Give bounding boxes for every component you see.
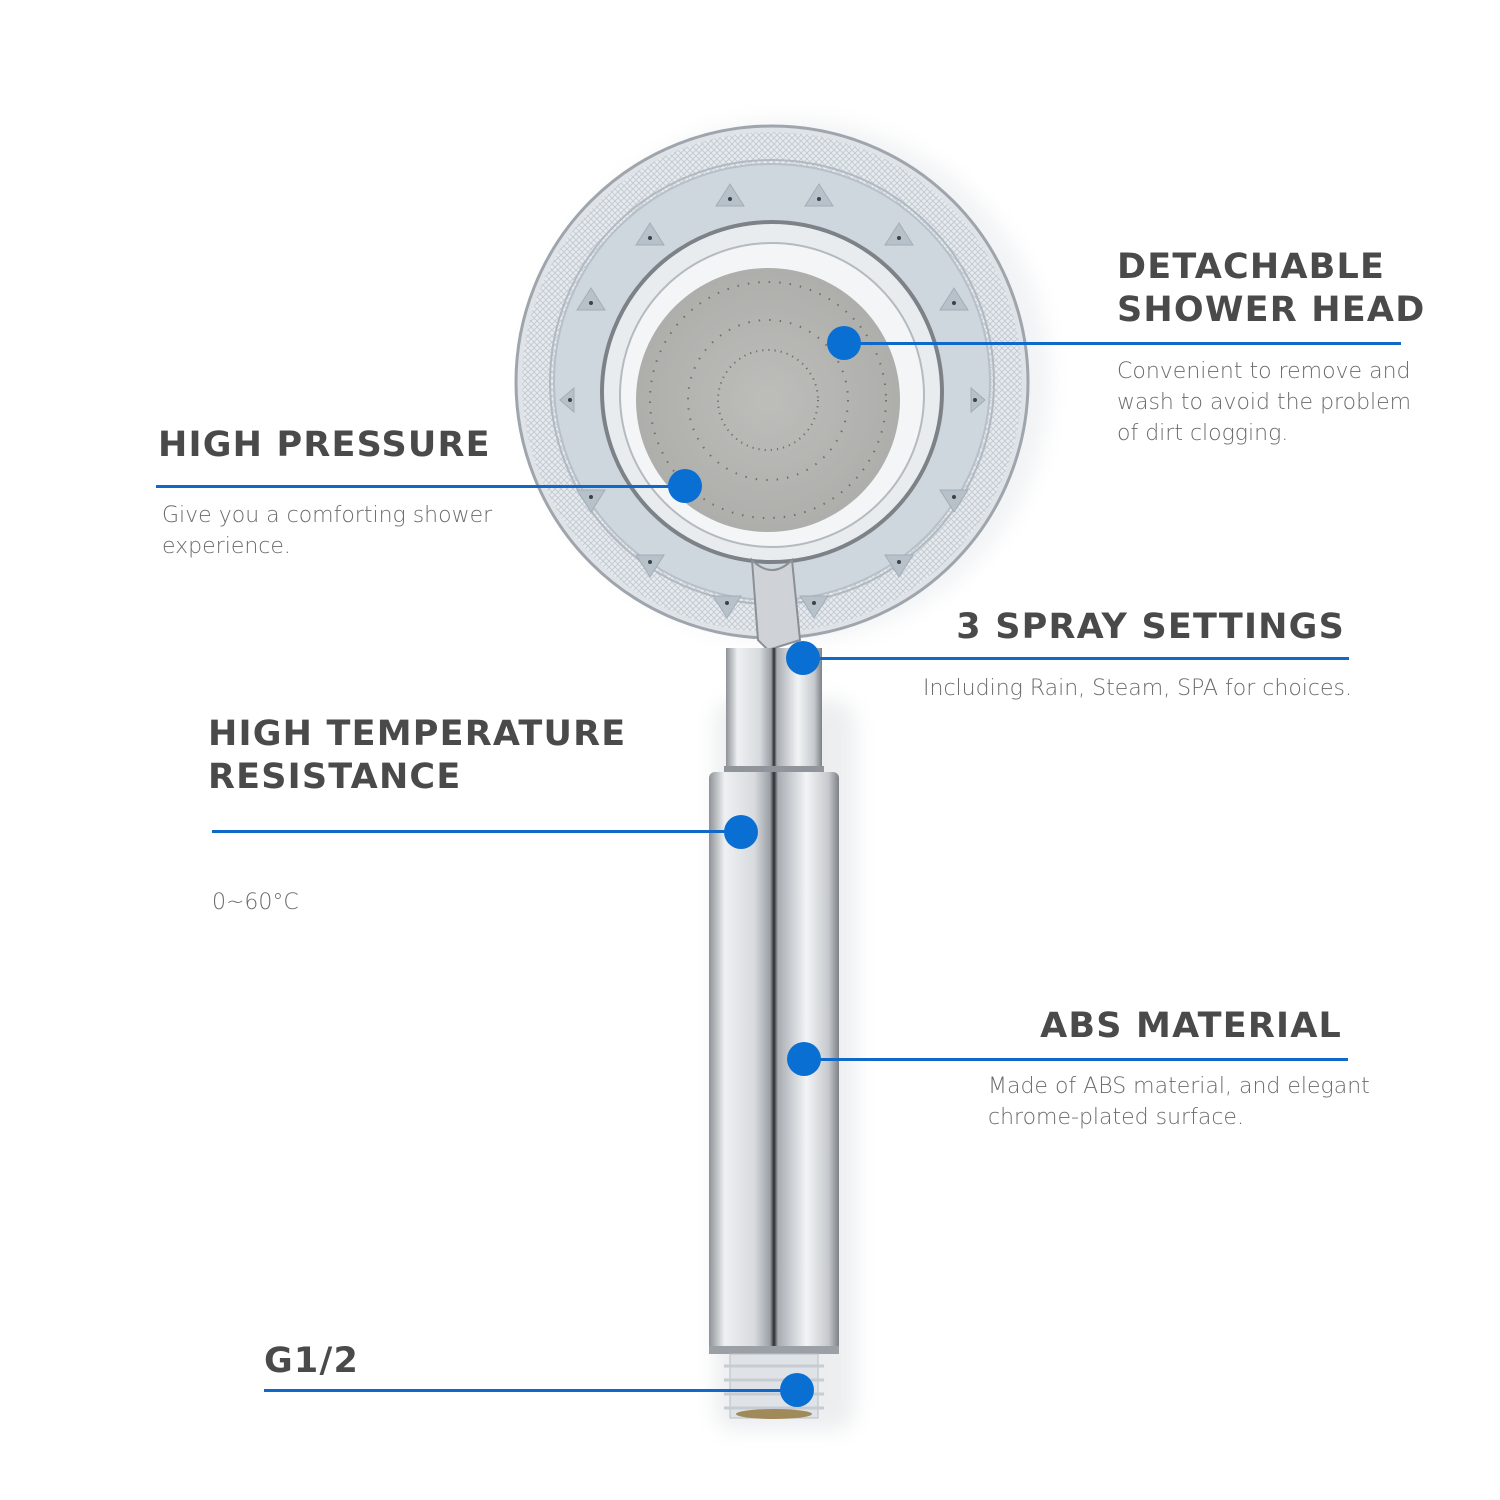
high-pressure-leader-line — [156, 485, 686, 488]
high-temperature-marker-dot — [724, 815, 758, 849]
abs-material-desc-line: chrome-plated surface. — [988, 1105, 1244, 1130]
spray-settings-desc-line: Including Rain, Steam, SPA for choices. — [923, 676, 1352, 701]
high-pressure-description: Give you a comforting shower experience. — [162, 500, 492, 562]
high-pressure-marker-dot — [668, 469, 702, 503]
g12-title: G1/2 — [264, 1340, 359, 1383]
detachable-title-line-1: DETACHABLE — [1117, 247, 1386, 287]
high-temperature-range: 0~60°C — [212, 890, 299, 915]
ring-button-icons — [559, 183, 986, 619]
abs-material-marker-dot — [787, 1042, 821, 1076]
high-pressure-desc-line: experience. — [162, 534, 291, 559]
spray-settings-leader-line — [803, 657, 1349, 660]
high-pressure-title-line: HIGH PRESSURE — [158, 425, 491, 465]
high-temperature-description: 0~60°C — [212, 887, 299, 918]
spray-settings-marker-dot — [786, 641, 820, 675]
spray-settings-title: 3 SPRAY SETTINGS — [940, 606, 1345, 649]
high-temperature-title-line: HIGH TEMPERATURE — [208, 714, 627, 754]
abs-material-title-line: ABS MATERIAL — [1040, 1006, 1342, 1046]
abs-material-leader-line — [804, 1058, 1348, 1061]
abs-material-desc-line: Made of ABS material, and elegant — [988, 1074, 1370, 1099]
detachable-description: Convenient to remove and wash to avoid t… — [1117, 356, 1411, 449]
g12-leader-line — [264, 1389, 798, 1392]
detachable-leader-line — [845, 342, 1401, 345]
high-pressure-desc-line: Give you a comforting shower — [162, 503, 493, 528]
abs-material-description: Made of ABS material, and elegant chrome… — [988, 1071, 1370, 1133]
detachable-marker-dot — [827, 326, 861, 360]
g12-title-line: G1/2 — [264, 1341, 360, 1381]
spray-settings-description: Including Rain, Steam, SPA for choices. — [900, 673, 1352, 704]
high-pressure-title: HIGH PRESSURE — [158, 424, 491, 467]
detachable-title-line-2: SHOWER HEAD — [1117, 290, 1426, 330]
spray-settings-title-line: 3 SPRAY SETTINGS — [956, 607, 1345, 647]
detachable-desc-line: of dirt clogging. — [1117, 421, 1289, 446]
g12-marker-dot — [780, 1373, 814, 1407]
abs-material-title: ABS MATERIAL — [940, 1005, 1342, 1048]
detachable-title: DETACHABLE SHOWER HEAD — [1117, 246, 1425, 332]
high-temperature-leader-line — [212, 830, 742, 833]
high-temperature-title: HIGH TEMPERATURE RESISTANCE — [208, 713, 626, 799]
high-temperature-title-line: RESISTANCE — [208, 757, 462, 797]
detachable-desc-line: wash to avoid the problem — [1117, 390, 1412, 415]
detachable-desc-line: Convenient to remove and — [1117, 359, 1411, 384]
